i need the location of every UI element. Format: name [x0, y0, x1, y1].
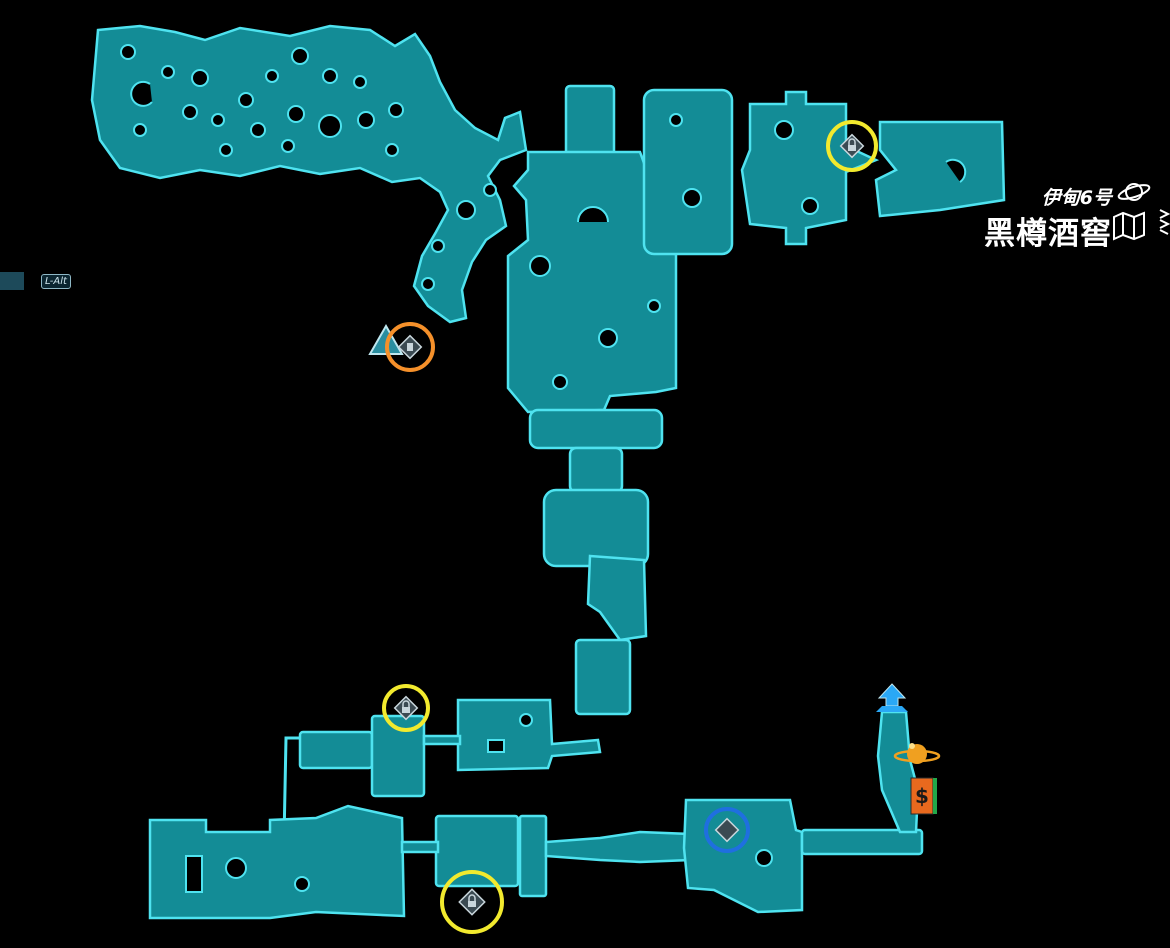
map-room-spine-bridge	[528, 408, 664, 450]
vendor-marker[interactable]: $	[908, 776, 938, 820]
bottom-left-slot	[185, 855, 203, 893]
mission-target-marker[interactable]	[368, 320, 440, 376]
map-room-bottom-pillar	[518, 814, 548, 898]
saturn-icon	[893, 743, 941, 764]
key-hint-badge[interactable]: L-Alt	[41, 274, 71, 289]
upper-center-hole	[682, 188, 702, 208]
bottom-left-hole	[225, 857, 247, 879]
locked-chest-marker-bottom[interactable]	[438, 870, 506, 934]
planet-icon	[1117, 183, 1151, 201]
warning-diamond-icon	[397, 334, 423, 360]
menu-arrows-icon[interactable]	[1158, 206, 1170, 236]
objective-marker[interactable]	[702, 806, 752, 854]
map-room-east-shaft	[876, 710, 920, 834]
map-room-upper-center	[642, 88, 734, 256]
map-room-tower-top	[564, 84, 616, 158]
map-room-far-right	[874, 120, 1006, 218]
bottom-right-hole	[755, 849, 773, 867]
map-room-bottom-link	[400, 840, 440, 854]
svg-text:$: $	[915, 784, 929, 808]
map-room-lower-left-b	[370, 714, 426, 798]
zone-name: 黑樽酒窖	[984, 216, 1112, 252]
hud-side-tab	[0, 272, 24, 290]
map-room-corridor-stub	[422, 734, 462, 746]
map-room-spine-node	[568, 446, 624, 494]
lower-mid-hole-2	[519, 713, 533, 727]
lock-diamond-icon	[458, 888, 486, 916]
dollar-vending-icon: $	[910, 777, 937, 815]
cave-holes	[120, 44, 497, 291]
map-room-spine-link	[574, 638, 632, 716]
upper-right-hole	[774, 120, 794, 140]
upper-center-hole-2	[669, 113, 683, 127]
map-room-bottom-right	[682, 798, 804, 914]
map-room-upper-left-cave	[90, 24, 528, 324]
map-corridor-left	[282, 736, 300, 841]
locked-chest-marker-mid[interactable]	[380, 680, 432, 736]
map-room-spine-lower	[586, 554, 648, 642]
map-room-spine-chamber	[542, 488, 650, 568]
planet-name: 伊甸6号	[1041, 187, 1112, 209]
quick-change-marker[interactable]	[892, 734, 942, 774]
upper-right-hole-2	[801, 197, 819, 215]
map-room-bottom-left	[148, 804, 406, 920]
lock-diamond-icon	[839, 133, 865, 159]
lock-diamond-icon	[393, 695, 419, 721]
hall-holes	[529, 206, 661, 390]
map-corridor-east	[800, 828, 924, 856]
map-icon	[1113, 211, 1145, 241]
map-room-lower-left-a	[298, 730, 374, 770]
far-right-hole	[945, 158, 967, 183]
map-exit-marker[interactable]	[872, 682, 912, 716]
bottom-left-hole-2	[294, 876, 310, 892]
up-arrow-icon	[876, 683, 908, 712]
map-corridor-bottom-right	[544, 830, 692, 864]
diamond-icon	[714, 817, 740, 843]
locked-chest-marker-upper[interactable]	[822, 120, 882, 172]
lower-mid-hole	[487, 739, 505, 753]
